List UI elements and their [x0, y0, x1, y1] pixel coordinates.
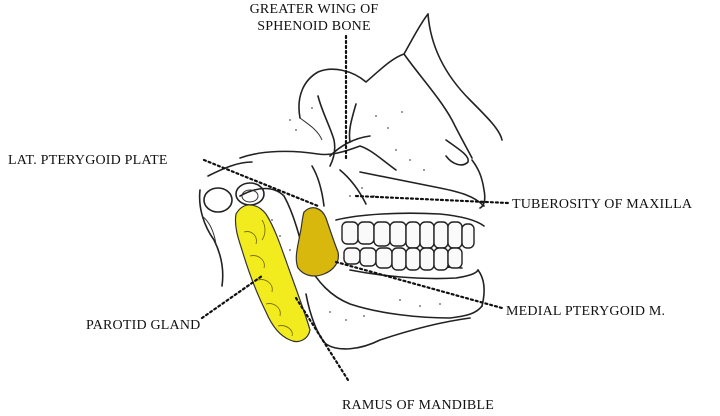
leader-parotid-gland	[200, 274, 264, 320]
skull-illustration	[198, 13, 503, 350]
upper-teeth	[341, 221, 475, 249]
label-greater-wing-line2: SPHENOID BONE	[257, 19, 370, 34]
label-medial-pterygoid: MEDIAL PTERYGOID M.	[506, 304, 665, 319]
parotid-gland-shape	[234, 204, 311, 343]
leader-ramus	[294, 296, 350, 382]
leader-tuberosity	[354, 194, 510, 205]
lower-teeth	[343, 247, 463, 271]
label-tuberosity-of-maxilla: TUBEROSITY OF MAXILLA	[512, 197, 693, 212]
label-ramus-of-mandible: RAMUS OF MANDIBLE	[342, 398, 494, 413]
parotid-lobules	[243, 219, 293, 337]
leader-medial-pterygoid	[334, 260, 504, 310]
medial-pterygoid-shape	[295, 207, 339, 277]
leader-lines	[200, 34, 510, 382]
label-lat-pterygoid-plate: LAT. PTERYGOID PLATE	[8, 153, 168, 168]
leader-lat-pterygoid-plate	[202, 158, 320, 208]
label-parotid-gland: PAROTID GLAND	[86, 318, 200, 333]
labels: GREATER WING OF SPHENOID BONE LAT. PTERY…	[8, 2, 693, 413]
label-greater-wing-line1: GREATER WING OF	[250, 2, 379, 17]
lateral-pterygoid-plate	[311, 165, 325, 207]
